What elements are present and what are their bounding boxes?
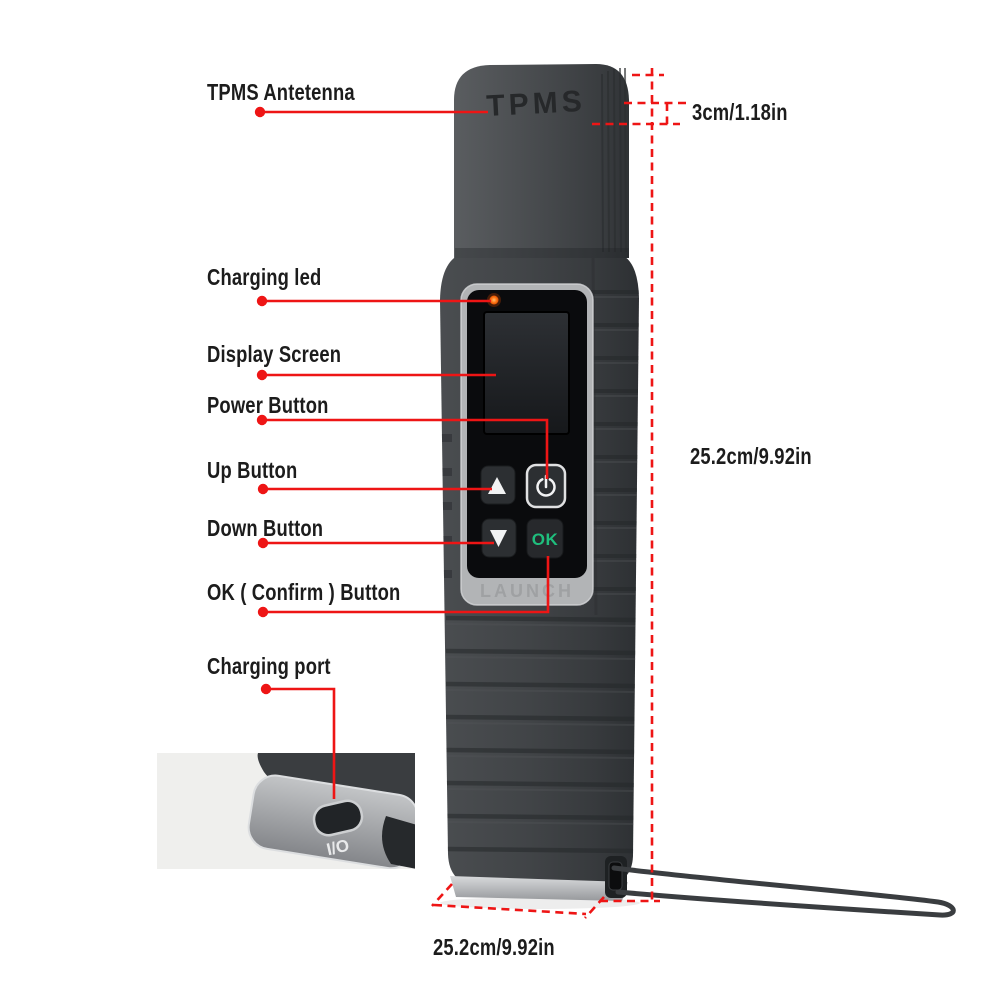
ok-button: OK [526,518,564,559]
charging-led [489,295,499,305]
charging-port-inset: I/O [157,753,415,869]
front-panel: OK LAUNCH [460,283,594,606]
up-arrow-icon [488,477,506,494]
callout-power-line [262,418,549,479]
dimension-width-text: 25.2cm/9.92in [433,934,555,960]
label-charging-port: Charging port [207,653,331,679]
side-rib-grooves [590,290,639,591]
up-button [480,465,516,505]
callout-charging-port-line [266,687,336,799]
down-button [481,518,517,558]
cap-ridges [601,67,627,253]
dimension-lines [431,68,686,919]
dimension-depth-text: 3cm/1.18in [692,99,788,125]
callout-lines [260,110,550,799]
charging-port [312,799,364,837]
label-down-button: Down Button [207,515,324,541]
left-edge-notches [440,434,452,578]
inset-lanyard-tab [382,816,415,869]
bottom-cap [450,876,628,901]
down-arrow-icon [490,530,507,547]
port-io-text: I/O [325,836,351,860]
label-power-button: Power Button [207,392,329,418]
dimension-width-line [433,903,587,916]
ok-button-label: OK [532,530,559,549]
label-ok-button: OK ( Confirm ) Button [207,579,401,605]
label-tpms-antenna: TPMS Antetenna [207,79,355,105]
display-screen [483,311,570,435]
launch-logo-text: LAUNCH [480,581,574,601]
dimension-width-left-tick [431,883,453,907]
dimension-height-text: 25.2cm/9.92in [690,443,812,469]
callout-ok-line [263,556,550,614]
lanyard-strap [611,865,956,918]
device-antenna-cap: TPMS [454,64,629,258]
brand-text: TPMS [486,85,587,123]
callout-dots [254,106,272,695]
label-display-screen: Display Screen [207,341,342,367]
label-up-button: Up Button [207,457,298,483]
label-charging-led: Charging led [207,264,322,290]
grip-rib-grooves [445,615,639,854]
